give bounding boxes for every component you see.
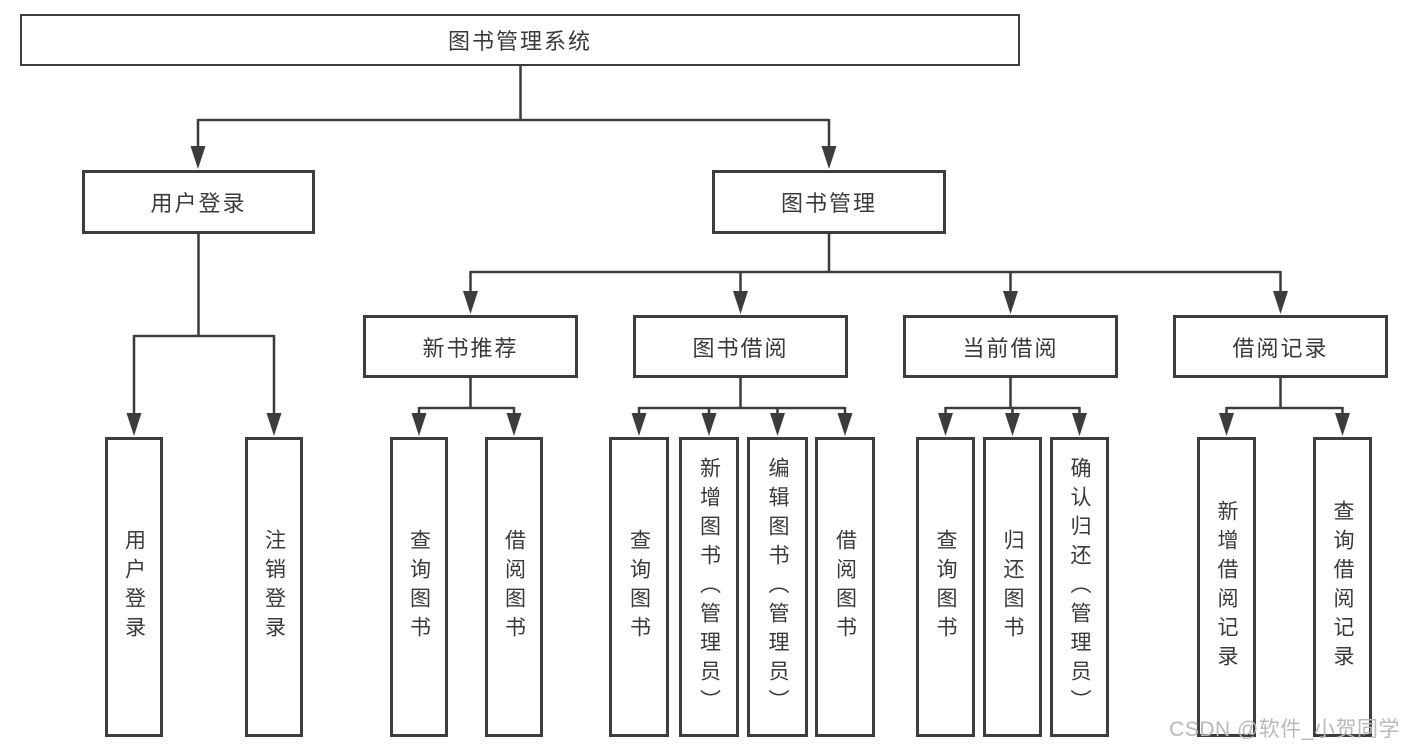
watermark: CSDN @软件_小贺同学 [1169,718,1400,741]
node-label: 新书推荐 [422,335,519,361]
leaf-label: 编辑图书（管理员） [766,456,790,718]
node-user-login: 用户登录 [82,170,315,234]
node-book-borrowing: 图书借阅 [633,315,848,378]
leaf-cb-query-books: 查询图书 [916,437,975,737]
leaf-nb-borrow-books: 借阅图书 [485,437,543,737]
connector-arrowheads [126,146,1350,436]
node-label: 图书管理 [780,191,877,216]
leaf-bb-query-books: 查询图书 [609,437,669,737]
leaf-cb-confirm-return-admin: 确认归还（管理员） [1050,437,1109,737]
leaf-label: 注销登录 [262,529,286,645]
node-library-system: 图书管理系统 [20,14,1020,66]
leaf-bb-add-books-admin: 新增图书（管理员） [679,437,739,737]
leaf-nb-query-books: 查询图书 [390,437,448,737]
node-current-borrowing: 当前借阅 [903,315,1118,378]
node-book-management: 图书管理 [712,170,946,234]
leaf-label: 借阅图书 [502,529,526,645]
node-label: 图书借阅 [692,335,789,361]
leaf-label: 新增借阅记录 [1215,500,1239,674]
leaf-br-query-record: 查询借阅记录 [1313,437,1372,737]
leaf-bb-borrow-books: 借阅图书 [815,437,875,737]
connector-lines [132,64,1344,417]
leaf-label: 查询图书 [627,529,651,645]
node-label: 借阅记录 [1232,335,1329,361]
node-borrowing-records: 借阅记录 [1173,315,1388,378]
leaf-bb-edit-books-admin: 编辑图书（管理员） [747,437,808,737]
leaf-logout: 注销登录 [245,437,303,737]
leaf-label: 查询借阅记录 [1331,500,1355,674]
leaf-cb-return-books: 归还图书 [983,437,1042,737]
node-new-book-recommend: 新书推荐 [363,315,578,378]
leaf-label: 借阅图书 [833,529,857,645]
leaf-label: 查询图书 [407,529,431,645]
leaf-user-login: 用户登录 [105,437,163,737]
leaf-label: 新增图书（管理员） [697,456,721,718]
leaf-label: 确认归还（管理员） [1068,456,1092,718]
leaf-label: 归还图书 [1001,529,1025,645]
node-label: 当前借阅 [962,335,1059,361]
node-label: 用户登录 [150,191,247,216]
leaf-label: 查询图书 [934,529,958,645]
node-label: 图书管理系统 [447,29,592,54]
leaf-br-add-record: 新增借阅记录 [1197,437,1256,737]
leaf-label: 用户登录 [122,529,146,645]
